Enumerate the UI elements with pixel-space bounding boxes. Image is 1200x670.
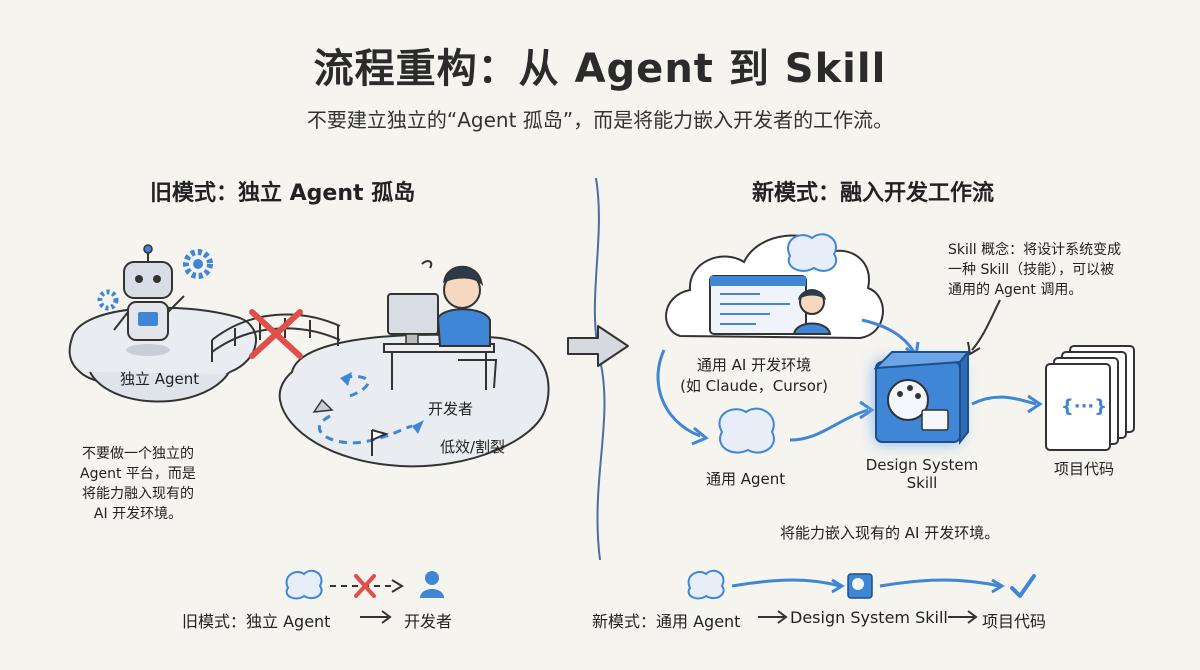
skill-concept-note: Skill 概念：将设计系统变成 一种 Skill（技能），可以被 通用的 Ag… [948, 240, 1121, 300]
arrow-icon [758, 610, 788, 624]
code-glyph: {···} [1060, 396, 1108, 417]
page-subtitle: 不要建立独立的“Agent 孤岛”，而是将能力嵌入开发者的工作流。 [306, 108, 894, 132]
old-mode-note: 不要做一个独立的 Agent 平台，而是 将能力融入现有的 AI 开发环境。 [58, 444, 218, 524]
cross-icon [249, 309, 303, 359]
note-line: 不要做一个独立的 [82, 446, 194, 462]
concept-line: 通用的 Agent 调用。 [948, 282, 1083, 298]
note-line: AI 开发环境。 [93, 506, 183, 522]
new-flow-text-b: Design System Skill [790, 608, 948, 627]
agent-island-label: 独立 Agent [120, 370, 200, 388]
developer-label: 开发者 [428, 400, 474, 418]
agent-label: 通用 Agent [706, 470, 786, 488]
concept-line: Skill 概念：将设计系统变成 [948, 242, 1122, 258]
user-icon [792, 289, 832, 335]
checkmark-icon [1010, 574, 1036, 598]
cloud-label-line: 通用 AI 开发环境 [696, 356, 812, 374]
skill-label-line: Skill [906, 474, 938, 492]
brain-icon [787, 233, 837, 272]
new-flow-text-c: 项目代码 [982, 612, 1047, 631]
code-window-icon [709, 275, 807, 335]
brain-icon [687, 569, 725, 600]
palette-cube-icon [847, 573, 873, 599]
arrow-icon [948, 610, 978, 624]
note-line: Agent 平台，而是 [80, 466, 196, 482]
old-mode-flow-icons [285, 569, 444, 624]
skill-label: Design System Skill [852, 456, 992, 492]
old-flow-text-a: 旧模式：独立 Agent [182, 612, 331, 631]
old-mode-illustration [68, 244, 550, 468]
new-flow-text-a: 新模式：通用 Agent [592, 612, 741, 631]
brain-icon [718, 407, 775, 454]
new-mode-title: 新模式：融入开发工作流 [752, 181, 995, 206]
arrow-icon [360, 610, 392, 624]
document-stack-icon [1045, 345, 1135, 451]
user-icon [420, 571, 444, 598]
cloud-label-line: (如 Claude，Cursor) [680, 377, 828, 395]
cross-icon [354, 574, 376, 598]
new-mode-caption: 将能力嵌入现有的 AI 开发环境。 [780, 524, 1000, 542]
cloud-label: 通用 AI 开发环境 (如 Claude，Cursor) [664, 354, 844, 396]
brain-icon [285, 569, 323, 600]
inefficiency-label: 低效/割裂 [440, 438, 506, 456]
palette-cube-icon [873, 349, 971, 445]
concept-line: 一种 Skill（技能），可以被 [948, 262, 1115, 278]
old-flow-text-b: 开发者 [404, 612, 453, 631]
old-mode-title: 旧模式：独立 Agent 孤岛 [150, 181, 416, 206]
transition-arrow-icon [567, 325, 629, 367]
code-label: 项目代码 [1054, 460, 1115, 478]
skill-label-line: Design System [865, 456, 979, 474]
note-line: 将能力融入现有的 [82, 486, 194, 502]
developer-icon [421, 260, 498, 389]
robot-icon [113, 244, 185, 356]
gear-icon [97, 249, 213, 311]
page-title: 流程重构：从 Agent 到 Skill [313, 46, 887, 92]
